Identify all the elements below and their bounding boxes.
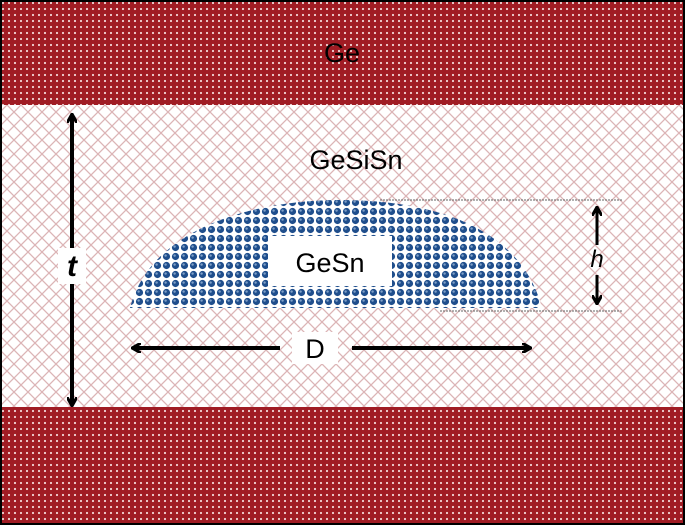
- ge-bottom-layer: [0, 407, 685, 525]
- d-label-bg: [292, 332, 338, 364]
- diameter-label: D: [305, 334, 325, 364]
- ge-top-layer: [0, 0, 685, 105]
- t-label-bg: [58, 248, 86, 284]
- thickness-label: t: [67, 250, 79, 283]
- gesisn-label: GeSiSn: [309, 145, 402, 175]
- ge-label: Ge: [324, 38, 360, 68]
- height-label: h: [590, 246, 603, 273]
- gesn-label: GeSn: [295, 248, 364, 278]
- gesn-label-box: [268, 236, 392, 286]
